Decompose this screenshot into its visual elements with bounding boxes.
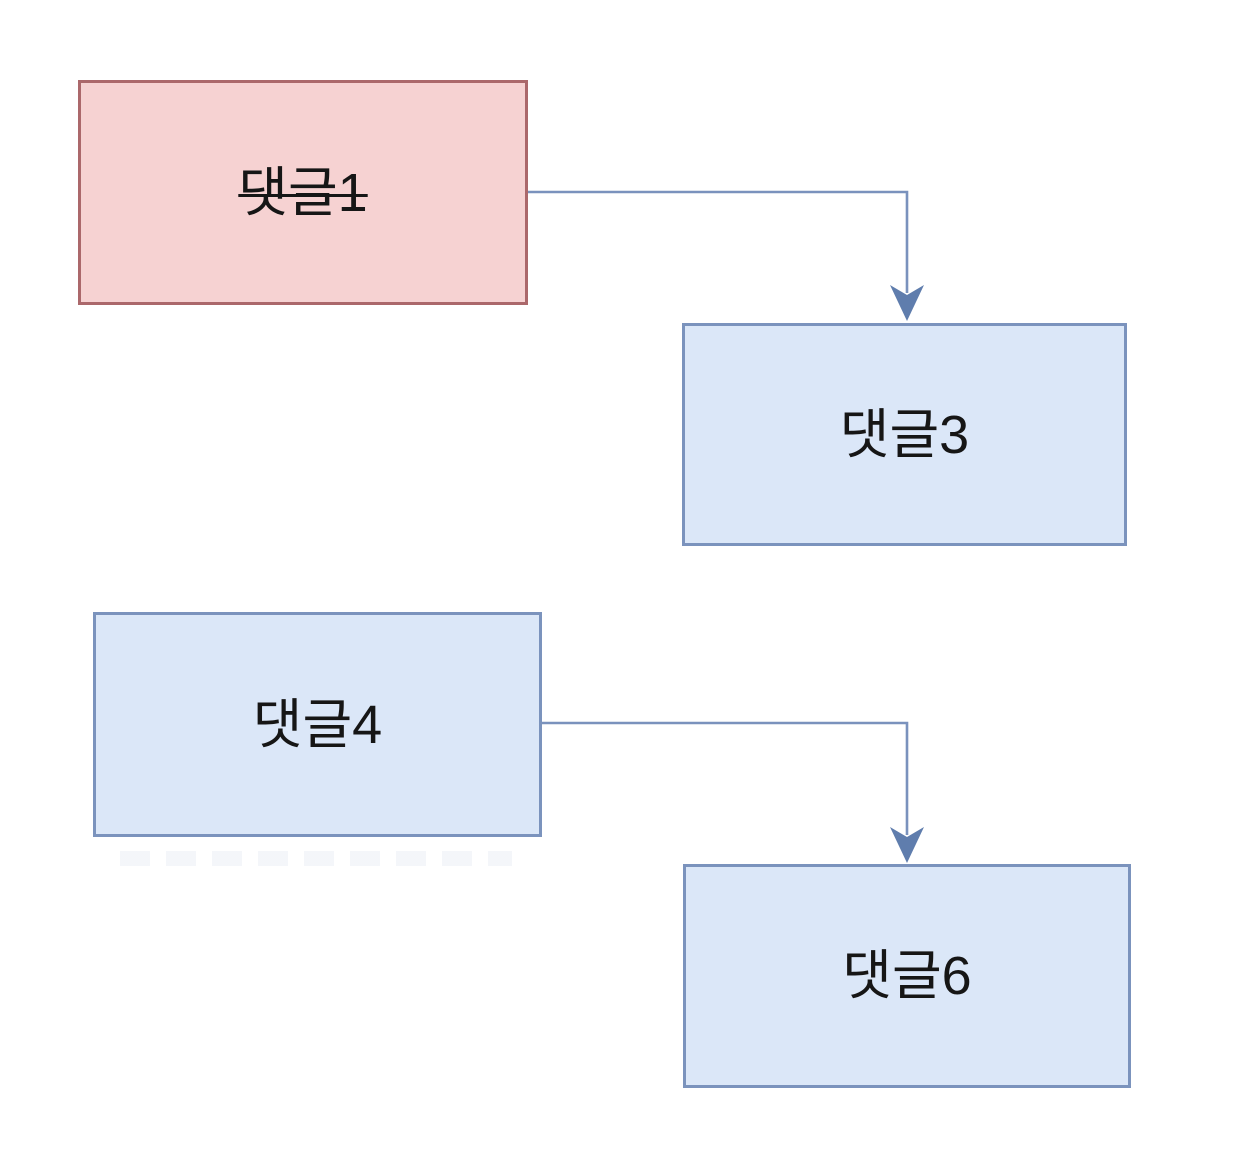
node-comment6[interactable]: 댓글6 <box>683 864 1131 1088</box>
ghost-dashes-artifact <box>120 851 512 866</box>
node-comment6-label: 댓글6 <box>842 946 972 1006</box>
node-comment1[interactable]: 댓글1 <box>78 80 528 305</box>
node-comment1-label: 댓글1 <box>238 162 368 223</box>
arrowhead-comment4-comment6-icon <box>890 827 924 863</box>
edge-comment1-comment3 <box>528 190 909 293</box>
node-comment3[interactable]: 댓글3 <box>682 323 1127 546</box>
edge-comment4-comment6 <box>542 721 909 835</box>
arrowhead-comment1-comment3-icon <box>890 285 924 321</box>
node-comment3-label: 댓글3 <box>839 404 970 465</box>
node-comment4-label: 댓글4 <box>252 694 383 755</box>
node-comment4[interactable]: 댓글4 <box>93 612 542 837</box>
